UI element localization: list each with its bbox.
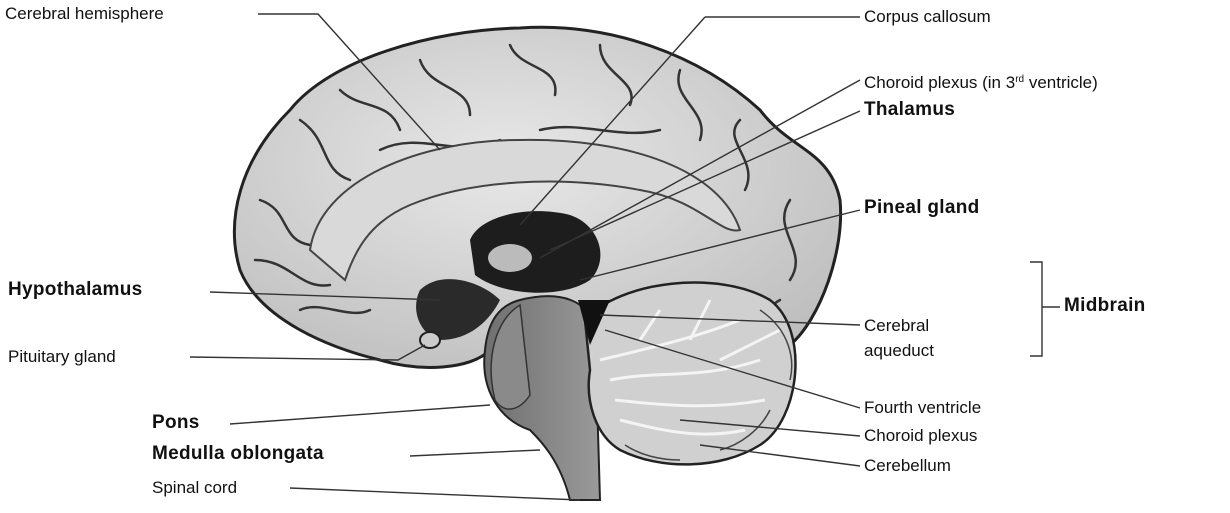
label-fourth-ventricle: Fourth ventricle [864, 398, 981, 418]
label-choroid-plexus: Choroid plexus [864, 426, 977, 446]
label-corpus-callosum: Corpus callosum [864, 7, 991, 27]
label-pituitary-gland: Pituitary gland [8, 347, 116, 367]
label-cerebral-hemisphere: Cerebral hemisphere [5, 4, 164, 24]
label-thalamus: Thalamus [864, 100, 955, 120]
label-choroid-plexus-3rd-pre: Choroid plexus (in 3 [864, 73, 1015, 92]
label-pineal-gland: Pineal gland [864, 198, 980, 218]
label-pons: Pons [152, 413, 200, 433]
label-midbrain: Midbrain [1064, 296, 1146, 316]
label-choroid-plexus-3rd-ventricle: Choroid plexus (in 3rd ventricle) [864, 70, 1098, 93]
label-choroid-plexus-3rd-sup: rd [1015, 74, 1024, 85]
label-hypothalamus: Hypothalamus [8, 280, 143, 300]
label-medulla-oblongata: Medulla oblongata [152, 444, 324, 464]
label-spinal-cord: Spinal cord [152, 478, 237, 498]
thalamus-shape [488, 244, 532, 272]
label-cerebral: Cerebral [864, 316, 929, 336]
label-cerebellum: Cerebellum [864, 456, 951, 476]
label-aqueduct: aqueduct [864, 341, 934, 361]
label-choroid-plexus-3rd-post: ventricle) [1024, 73, 1098, 92]
